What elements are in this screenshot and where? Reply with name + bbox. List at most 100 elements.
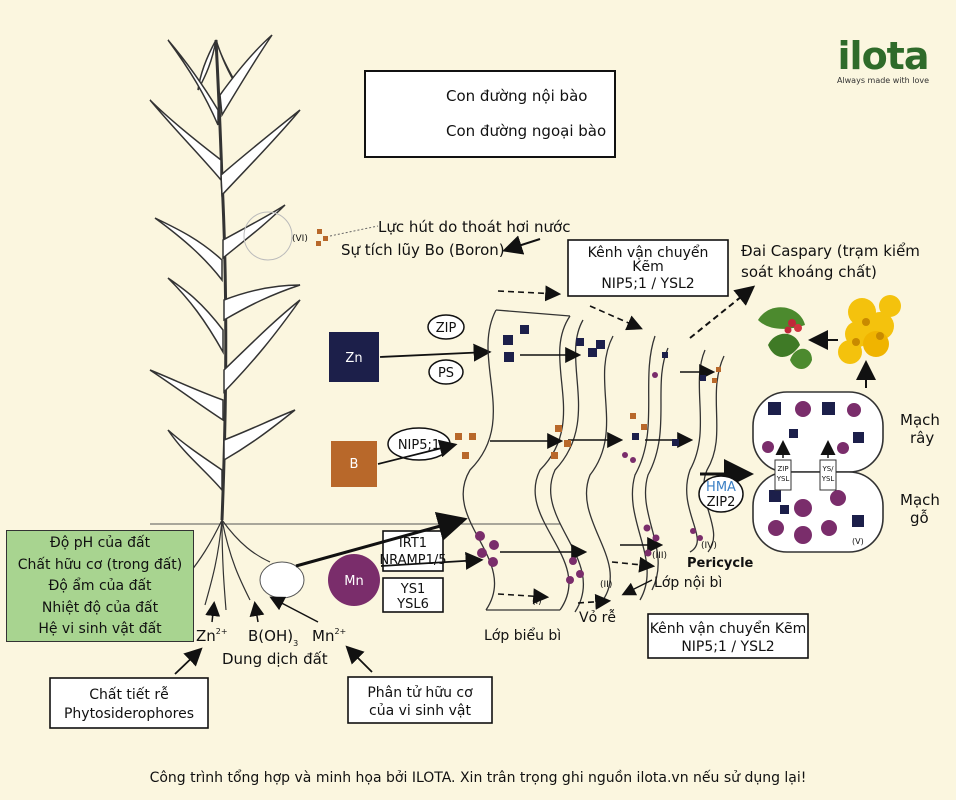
- zip-ysl-channel: [774, 459, 792, 491]
- zn-particles: [503, 325, 706, 446]
- apoplast-arrow: [497, 285, 562, 302]
- endodermis-label: Lớp nội bì: [654, 575, 722, 591]
- exudates-l2: Phytosiderophores: [64, 706, 194, 722]
- legend-extracellular: Con đường ngoại bào: [446, 122, 607, 140]
- layer-i: (I): [532, 597, 542, 607]
- root-uptake-arrow: [295, 511, 468, 568]
- nip-label: NIP5;1: [398, 438, 440, 453]
- coffee-flower-illustration: [838, 295, 901, 364]
- transpiration-label: Lực hút do thoát hơi nước: [378, 218, 570, 236]
- organic-l2: của vi sinh vật: [369, 703, 471, 719]
- xylem-particles: [768, 490, 864, 544]
- epidermis-label: Lớp biểu bì: [484, 627, 561, 644]
- zn-element-box: [329, 332, 379, 382]
- coffee-cherry-illustration: [758, 307, 812, 369]
- soil-zn: Zn2+: [196, 627, 228, 645]
- organic-box: [347, 676, 493, 724]
- b-element-box: [331, 441, 377, 487]
- mn-entry-arrow: [380, 551, 484, 570]
- soil-factor-item: Nhiệt độ của đất: [41, 599, 159, 616]
- mn-element-label: Mn: [344, 574, 363, 589]
- casparian-arrow: [689, 285, 756, 339]
- apoplast-arrow: [589, 305, 643, 331]
- casparian-l2: soát khoáng chất): [741, 263, 877, 281]
- footer-credit: Công trình tổng hợp và minh họa bởi ILOT…: [149, 770, 807, 786]
- organic-l1: Phân tử hữu cơ: [367, 685, 473, 701]
- soil-mn: Mn2+: [312, 627, 346, 645]
- cortex-label: Vỏ rễ: [579, 609, 616, 626]
- ysl6-label: YSL6: [396, 597, 429, 612]
- xylem-label-2: gỗ: [910, 509, 929, 527]
- brand-logo: ilota Always made with love: [828, 36, 938, 85]
- zinc-channel-bottom-box: [647, 613, 809, 659]
- soil-factor-item: Hệ vi sinh vật đất: [38, 621, 162, 637]
- ys1-label: YS1: [400, 582, 425, 597]
- soil-boron: B(OH)3: [248, 627, 298, 648]
- hma-zip2-transporter: [698, 475, 744, 513]
- vessel-v-marker: (V): [852, 537, 864, 546]
- legend-box: Con đường nội bào Con đường ngoại bào: [364, 70, 616, 158]
- soil-solution-label: Dung dịch đất: [222, 650, 328, 668]
- ys-ysl-channel: [819, 459, 837, 491]
- exudates-arrow: [174, 647, 203, 675]
- phloem-label-2: rây: [910, 429, 934, 447]
- xylem-label-1: Mạch: [900, 491, 940, 509]
- zn-entry-arrow: [379, 343, 492, 362]
- b-element-label: B: [350, 457, 359, 472]
- zinc-channel-top-l2: Kẽm: [632, 259, 663, 275]
- layer-ii: (II): [600, 580, 612, 590]
- zinc-channel-top-l3: NIP5;1 / YSL2: [601, 276, 694, 292]
- irt1-label: IRT1: [399, 536, 427, 551]
- phloem-particles: [762, 401, 864, 454]
- b-particles: [455, 367, 721, 459]
- ps-transporter: [428, 359, 464, 385]
- leaf-zoom-circle: [243, 211, 293, 261]
- zip-ysl-a: ZIP: [777, 465, 788, 473]
- vi-marker: (VI): [292, 234, 308, 244]
- brand-name: ilota: [837, 34, 930, 78]
- ps-label: PS: [438, 366, 454, 381]
- exudates-box: [49, 677, 209, 729]
- apoplast-arrow: [497, 588, 550, 605]
- xylem-vessel: [752, 471, 884, 553]
- zip-transporter: [427, 314, 465, 340]
- soil-factor-item: Độ pH của đất: [49, 535, 151, 551]
- b-entry-arrow: [377, 439, 458, 465]
- boron-dot: [316, 241, 321, 246]
- zn-up-arrow: [205, 601, 221, 623]
- ys-ysl-a: YS/: [821, 465, 834, 473]
- zn-element-label: Zn: [345, 351, 362, 366]
- boron-dot: [323, 236, 328, 241]
- zinc-channel-bottom-l1: Kênh vận chuyển Kẽm: [650, 620, 807, 637]
- hma-label: HMA: [706, 480, 736, 495]
- boron-accumulation-label: Sự tích lũy Bo (Boron): [341, 241, 505, 259]
- layer-iii: (III): [652, 551, 667, 561]
- organic-arrow: [345, 645, 373, 673]
- zip-label: ZIP: [436, 321, 457, 336]
- apoplast-arrow: [577, 593, 612, 610]
- zip-ysl-b: YSL: [776, 475, 790, 483]
- brand-tagline: Always made with love: [836, 76, 930, 85]
- exudates-l1: Chất tiết rễ: [89, 686, 168, 703]
- boron-dot: [317, 229, 322, 234]
- mn-element-circle: [328, 554, 380, 606]
- ys-box: [382, 577, 444, 613]
- soil-factors-box: Độ pH của đất Chất hữu cơ (trong đất) Độ…: [6, 530, 194, 642]
- mn-particles: [475, 372, 703, 584]
- apoplast-arrow: [611, 556, 656, 573]
- endodermis-pointer: [621, 579, 653, 596]
- root-zoom-circle: [259, 561, 305, 599]
- zinc-channel-top-l1: Kênh vận chuyển: [588, 244, 709, 261]
- zinc-channel-top-box: [567, 239, 729, 297]
- boron-arrow: [502, 235, 541, 255]
- plant-illustration: [149, 34, 301, 611]
- legend-intracellular: Con đường nội bào: [446, 87, 588, 105]
- mn-up-arrow: [269, 596, 319, 623]
- soil-factor-item: Chất hữu cơ (trong đất): [17, 556, 183, 573]
- soil-factor-item: Độ ẩm của đất: [48, 578, 152, 594]
- boron-up-arrow: [249, 601, 265, 623]
- zinc-channel-bottom-l2: NIP5;1 / YSL2: [681, 639, 774, 655]
- dotted-pointer: [329, 225, 379, 237]
